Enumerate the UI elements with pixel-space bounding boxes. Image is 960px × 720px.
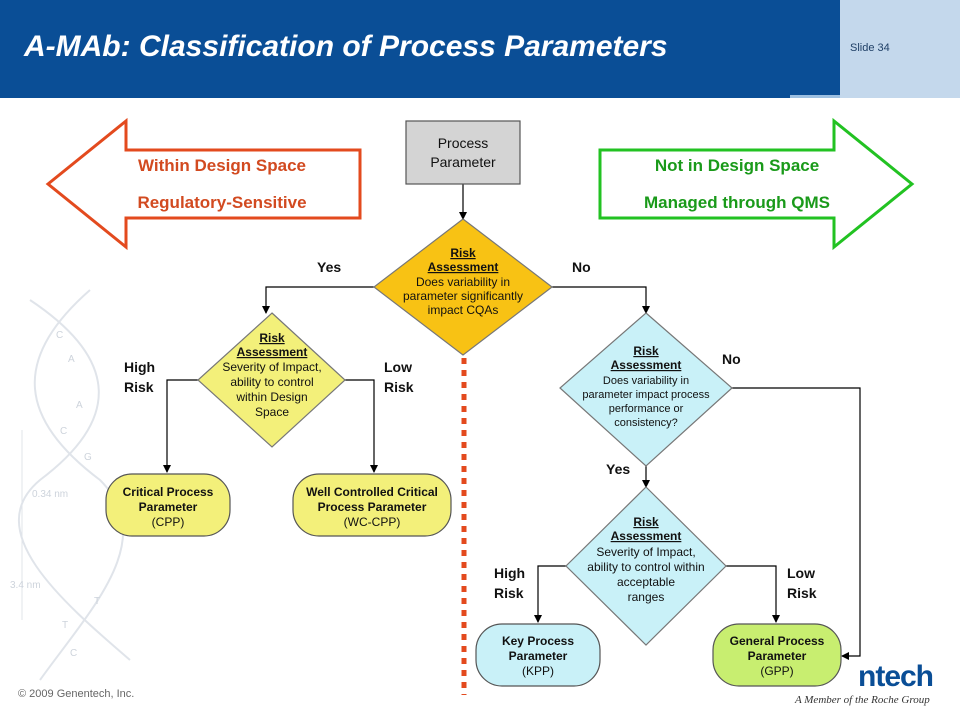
decision-left-line: ability to control xyxy=(230,375,313,389)
gpp-line3: (GPP) xyxy=(760,664,793,678)
branch-labels: Yes No High Risk Low Risk No Yes High Ri… xyxy=(124,259,817,601)
decision-right-severity: Risk Assessment Severity of Impact, abil… xyxy=(565,486,727,646)
cpp-line1: Critical Process xyxy=(123,485,214,499)
start-line1: Process xyxy=(438,135,489,151)
decision-impact-cqas: Risk Assessment Does variability in para… xyxy=(373,218,553,356)
label-low-right: Low xyxy=(787,565,815,581)
kpp-line1: Key Process xyxy=(502,634,574,648)
decision-left-line: within Design xyxy=(235,390,307,404)
dna-base-label: A xyxy=(68,354,75,365)
decision-left-line: Severity of Impact, xyxy=(222,360,321,374)
roche-tagline: A Member of the Roche Group xyxy=(795,694,930,706)
label-high-left: Risk xyxy=(124,379,154,395)
dna-base-label: T xyxy=(62,620,68,631)
decision-left-heading2: Assessment xyxy=(237,345,308,359)
decision-rt-heading2: Assessment xyxy=(611,358,682,372)
dna-base-label: C xyxy=(60,426,67,437)
decision-rb-line: ranges xyxy=(628,590,665,604)
dna-base-label: T xyxy=(94,596,100,607)
outcome-cpp: Critical Process Parameter (CPP) xyxy=(105,473,231,537)
label-no-main: No xyxy=(572,259,591,275)
decision-main-heading1: Risk xyxy=(450,246,476,260)
dna-base-label: G xyxy=(84,452,92,463)
decision-main-heading2: Assessment xyxy=(428,260,499,274)
arrow-right-line1: Not in Design Space xyxy=(655,156,819,175)
label-high-right: High xyxy=(494,565,525,581)
gpp-line2: Parameter xyxy=(748,649,807,663)
decision-rb-line: acceptable xyxy=(617,575,675,589)
wccpp-line1: Well Controlled Critical xyxy=(306,485,438,499)
decision-rt-line: performance or xyxy=(609,403,684,415)
arrow-left-line1: Within Design Space xyxy=(138,156,306,175)
slide-number: Slide 34 xyxy=(850,42,890,54)
decision-rt-heading1: Risk xyxy=(633,344,659,358)
gpp-line1: General Process xyxy=(730,634,825,648)
within-design-space-arrow: Within Design Space Regulatory-Sensitive xyxy=(45,117,362,251)
decision-rb-heading2: Assessment xyxy=(611,529,682,543)
dna-base-label: A xyxy=(76,400,83,411)
cpp-line2: Parameter xyxy=(139,500,198,514)
header-accent-strip xyxy=(790,95,840,98)
dna-base-label: C xyxy=(70,648,77,659)
decision-rb-heading1: Risk xyxy=(633,515,659,529)
genentech-logo: ntech xyxy=(858,660,934,693)
label-low-left: Risk xyxy=(384,379,414,395)
decision-main-line: Does variability in xyxy=(416,275,510,289)
label-no-right: No xyxy=(722,351,741,367)
start-line2: Parameter xyxy=(430,154,496,170)
connectors xyxy=(163,184,861,660)
dna-distance-label: 0.34 nm xyxy=(32,489,68,500)
arrow-right-line2: Managed through QMS xyxy=(644,193,830,212)
label-yes-right: Yes xyxy=(606,461,630,477)
outcome-gpp: General Process Parameter (GPP) xyxy=(712,623,842,687)
decision-left-line: Space xyxy=(255,405,289,419)
kpp-line3: (KPP) xyxy=(522,664,554,678)
decision-rt-line: Does variability in xyxy=(603,375,689,387)
header-accent xyxy=(840,0,960,98)
label-low-left: Low xyxy=(384,359,412,375)
label-high-left: High xyxy=(124,359,155,375)
arrow-left-line2: Regulatory-Sensitive xyxy=(137,193,306,212)
decision-main-line: impact CQAs xyxy=(428,303,499,317)
decision-rt-line: parameter impact process xyxy=(582,389,710,401)
label-low-right: Risk xyxy=(787,585,817,601)
dna-distance-label: 3.4 nm xyxy=(10,580,41,591)
outcome-kpp: Key Process Parameter (KPP) xyxy=(475,623,601,687)
kpp-line2: Parameter xyxy=(509,649,568,663)
decision-rb-line: ability to control within xyxy=(587,560,704,574)
decision-left-severity: Risk Assessment Severity of Impact, abil… xyxy=(197,312,346,448)
copyright-text: © 2009 Genentech, Inc. xyxy=(18,688,135,700)
decision-left-heading1: Risk xyxy=(259,331,285,345)
decision-main-line: parameter significantly xyxy=(403,289,523,303)
dna-background: C A A C G T T C 0.34 nm 3.4 nm xyxy=(10,289,131,681)
slide-title: A-MAb: Classification of Process Paramet… xyxy=(24,30,668,63)
outcome-wc-cpp: Well Controlled Critical Process Paramet… xyxy=(292,473,452,537)
decision-rt-line: consistency? xyxy=(614,417,678,429)
dna-base-label: C xyxy=(56,330,63,341)
header-bar xyxy=(0,0,840,98)
decision-right-performance: Risk Assessment Does variability in para… xyxy=(559,312,733,467)
label-high-right: Risk xyxy=(494,585,524,601)
cpp-line3: (CPP) xyxy=(152,515,185,529)
label-yes-main: Yes xyxy=(317,259,341,275)
process-parameter-box: Process Parameter xyxy=(405,120,521,185)
wccpp-line2: Process Parameter xyxy=(318,500,427,514)
decision-rb-line: Severity of Impact, xyxy=(596,545,695,559)
wccpp-line3: (WC-CPP) xyxy=(344,515,401,529)
not-in-design-space-arrow: Not in Design Space Managed through QMS xyxy=(598,117,915,251)
